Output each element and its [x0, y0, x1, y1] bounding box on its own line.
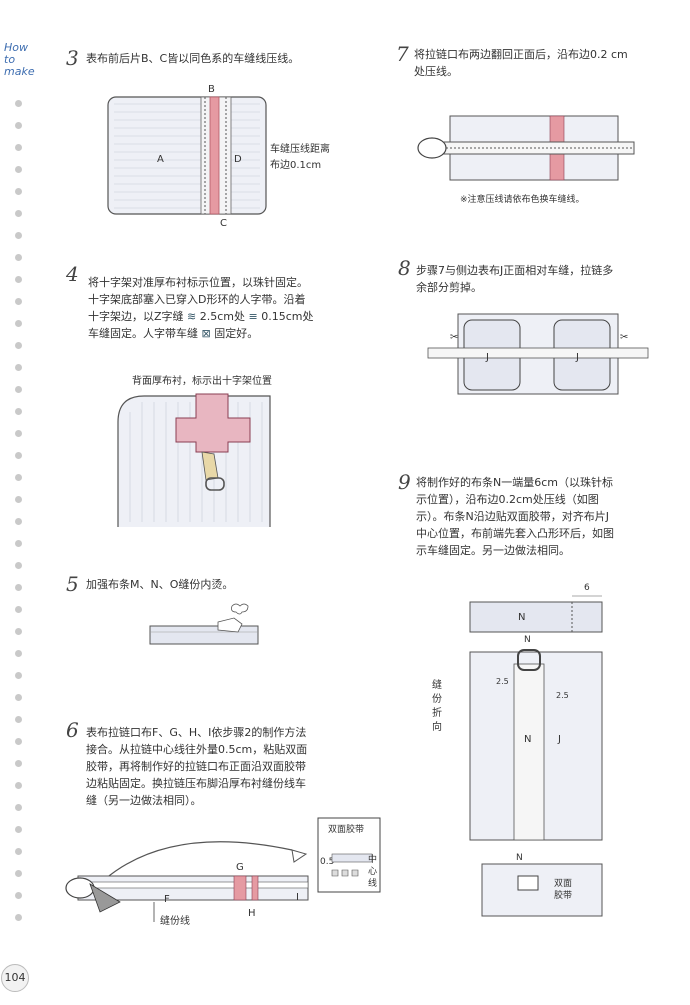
fig8-side-panel-illustration: J J ✂ ✂	[427, 313, 649, 395]
fig3-label-b: B	[208, 84, 215, 95]
fig9-25a: 2.5	[496, 677, 509, 686]
fig9-tape-1: 双面	[554, 878, 572, 889]
straight-stitch-icon: ≡	[248, 310, 258, 323]
fig3-label-c: C	[220, 218, 227, 229]
fig9-label-n4: N	[516, 853, 523, 863]
step-9-text: 将制作好的布条N一端量6cm（以珠针标 示位置），沿布边0.2cm处压线（如图 …	[416, 474, 676, 559]
fig8-label-j1: J	[485, 352, 489, 363]
step-8-text: 步骤7与侧边表布J正面相对车缝，拉链多 余部分剪掉。	[416, 262, 676, 296]
fig9-label-n2: N	[524, 635, 531, 645]
fig6-seam-label: 缝份线	[160, 914, 190, 927]
fig6-label-h: H	[248, 908, 256, 919]
fig9-strip-illustration: 6 N N N J 2.5 2.5 缝 份 折 向 N 双面 胶带	[432, 583, 603, 917]
step-3-text: 表布前后片B、C皆以同色系的车缝线压线。	[86, 52, 300, 65]
fig3-note-line1: 车缝压线距离	[270, 142, 330, 155]
how-text: How	[4, 41, 28, 54]
step-9-number: 9	[398, 470, 411, 494]
step-8-line1: 步骤7与侧边表布J正面相对车缝，拉链多	[416, 264, 614, 277]
step-3-number: 3	[66, 46, 79, 70]
zigzag-stitch-icon: ≋	[187, 310, 197, 323]
step-6-line1: 表布拉链口布F、G、H、I依步骤2的制作方法	[86, 726, 307, 739]
step-7-text: 将拉链口布两边翻回正面后，沿布边0.2 cm 处压线。	[414, 46, 674, 80]
fig3-label-a: A	[157, 154, 164, 165]
fig9-fold-3: 折	[432, 706, 442, 719]
step-6-line4: 边粘贴固定。换拉链压布脚沿厚布衬缝份线车	[86, 777, 306, 790]
step-5-number: 5	[66, 572, 79, 596]
step-4-line4: 车缝固定。人字带车缝 ⊠ 固定好。	[88, 327, 259, 340]
step-5-text: 加强布条M、N、O缝份内烫。	[86, 578, 234, 591]
step-4-line3: 十字架边，以Z字缝 ≋ 2.5cm处 ≡ 0.15cm处	[88, 310, 314, 323]
fig3-panel-illustration: A B C D 车缝压线距离 布边0.1cm	[107, 84, 330, 229]
step-9-line3: 示）。布条N沿边贴双面胶带，对齐布片J	[416, 510, 609, 523]
binding-dots	[11, 100, 25, 936]
step-6-text: 表布拉链口布F、G、H、I依步骤2的制作方法 接合。从拉链中心线往外量0.5cm…	[86, 724, 366, 809]
fig6-center-1: 中	[368, 853, 377, 865]
steam-icon	[231, 603, 249, 615]
make-text: make	[4, 65, 35, 78]
step-6-line5: 缝（另一边做法相同）。	[86, 794, 202, 807]
step-4-line1: 将十字架对准厚布衬标示位置，以珠针固定。	[88, 276, 308, 289]
fig9-label-n3: N	[524, 734, 531, 745]
fig9-25b: 2.5	[556, 691, 569, 700]
step-4-line2: 十字架底部塞入已穿入D形环的人字带。沿着	[88, 293, 306, 306]
fig6-tape-label: 双面胶带	[328, 823, 364, 835]
step-6-number: 6	[66, 718, 79, 742]
fig9-fold-4: 向	[432, 720, 442, 733]
step-8-number: 8	[398, 256, 411, 280]
step-6-line2: 接合。从拉链中心线往外量0.5cm，粘贴双面	[86, 743, 308, 756]
step-9-line1: 将制作好的布条N一端量6cm（以珠针标	[416, 476, 613, 489]
how-to-make-label: How to make	[4, 42, 35, 78]
step-9-line5: 示车缝固定。另一边做法相同。	[416, 544, 570, 557]
step-7-line2: 处压线。	[414, 65, 458, 78]
fig4-caption: 背面厚布衬，标示出十字架位置	[132, 374, 272, 387]
fig5-strip-illustration	[149, 603, 259, 645]
iron-icon	[217, 617, 243, 633]
fig9-fold-2: 份	[432, 693, 442, 705]
step-4-text: 将十字架对准厚布衬标示位置，以珠针固定。 十字架底部塞入已穿入D形环的人字带。沿…	[88, 274, 358, 342]
fig7-note: ※注意压线请依布色换车缝线。	[460, 193, 585, 205]
fig3-label-d: D	[234, 154, 242, 165]
fig6-zipper-illustration: 双面胶带 0.5 中 心 线 F G H I 缝份线	[65, 817, 381, 927]
scissors-icon-right: ✂	[620, 332, 628, 343]
step-8-line2: 余部分剪掉。	[416, 281, 482, 294]
fig6-label-i: I	[296, 892, 299, 903]
page-number: 104	[1, 964, 29, 992]
fig3-note-line2: 布边0.1cm	[270, 159, 321, 171]
fig8-label-j2: J	[575, 352, 579, 363]
fig9-label-j: J	[557, 734, 561, 745]
step-7-number: 7	[396, 42, 409, 66]
step-7-line1: 将拉链口布两边翻回正面后，沿布边0.2 cm	[414, 48, 628, 61]
fig6-center-2: 心	[368, 866, 377, 877]
fig6-label-f: F	[164, 894, 170, 905]
fig6-label-g: G	[236, 862, 244, 873]
to-text: to	[4, 53, 16, 66]
fig7-zipper-illustration: ※注意压线请依布色换车缝线。	[417, 115, 635, 205]
step-6-line3: 胶带，再将制作好的拉链口布正面沿双面胶带	[86, 760, 306, 773]
step-4-number: 4	[66, 262, 79, 286]
fig9-label-n1: N	[518, 612, 525, 623]
scissors-icon-left: ✂	[450, 332, 458, 343]
fig6-center-3: 线	[368, 877, 377, 889]
x-box-stitch-icon: ⊠	[201, 327, 211, 340]
step-9-line2: 示位置），沿布边0.2cm处压线（如图	[416, 493, 599, 506]
fig4-cross-illustration: 背面厚布衬，标示出十字架位置	[117, 374, 272, 527]
step-9-line4: 中心位置，布前端先套入凸形环后，如图	[416, 527, 614, 540]
fig9-tape-2: 胶带	[554, 889, 572, 901]
fig9-six-label: 6	[584, 583, 590, 593]
fig9-fold-1: 缝	[432, 678, 442, 691]
fig6-half-cm: 0.5	[320, 857, 334, 867]
